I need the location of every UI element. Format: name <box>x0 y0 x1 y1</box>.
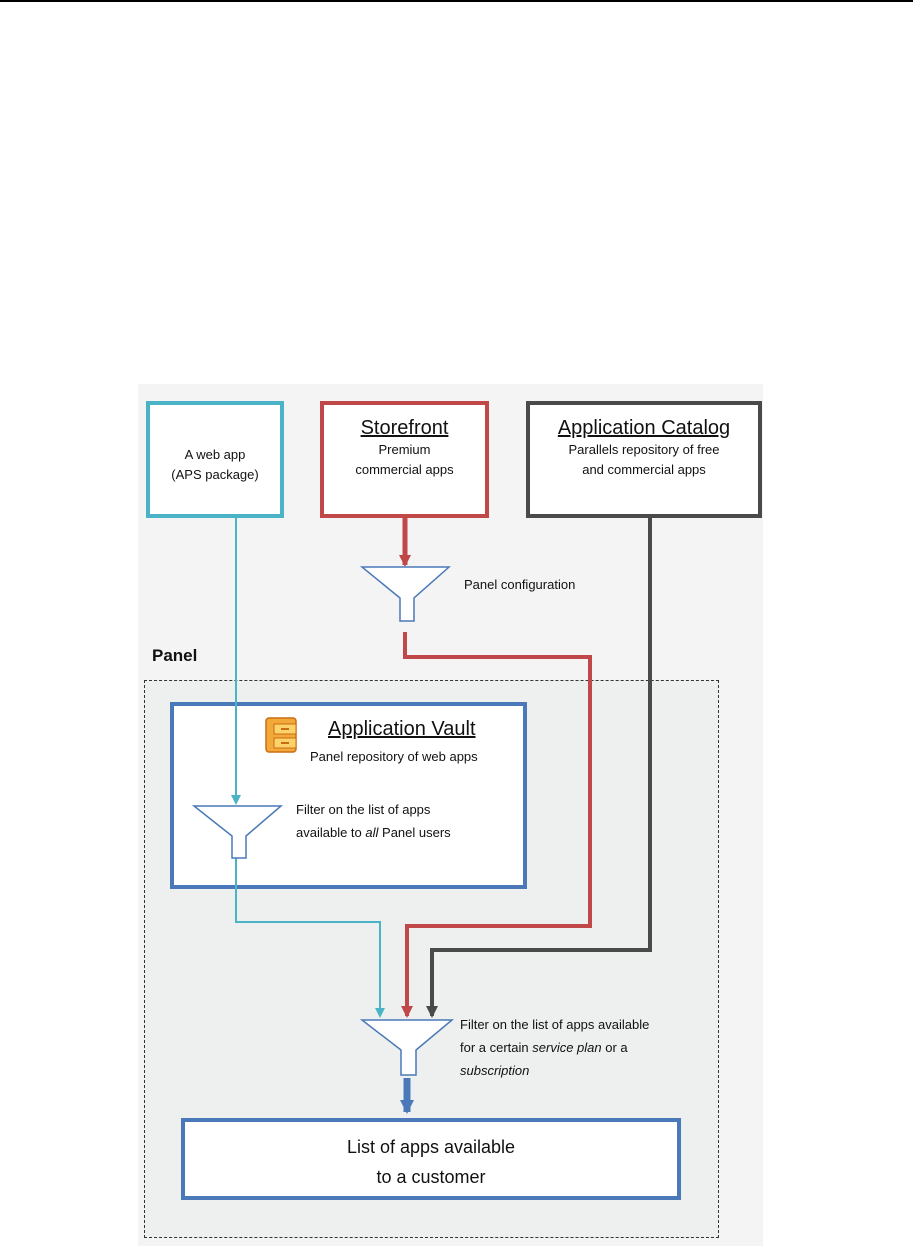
plan-filter-note: Filter on the list of apps available for… <box>460 1013 649 1082</box>
config-filter-funnel <box>359 566 451 622</box>
storefront-line1: Premium <box>378 442 431 457</box>
vault-filter-text-b: Panel users <box>378 825 451 840</box>
vault-filter-emphasis: all <box>365 825 379 840</box>
application-vault-box <box>170 702 527 889</box>
config-filter-label: Panel configuration <box>464 577 576 592</box>
file-cabinet-icon <box>265 717 297 753</box>
config-filter-to-plan-filter-arrow <box>401 632 592 1018</box>
result-line1: List of apps available <box>346 1137 516 1157</box>
storefront-line2: commercial apps <box>355 462 454 477</box>
result-line2: to a customer <box>376 1167 486 1187</box>
vault-title: Application Vault <box>328 718 476 740</box>
plan-filter-line3: subscription <box>460 1059 649 1082</box>
catalog-line2: and commercial apps <box>582 462 706 477</box>
catalog-to-plan-filter-arrow <box>426 518 652 1018</box>
vault-subtitle: Panel repository of web apps <box>310 749 478 764</box>
panel-label: Panel <box>152 646 198 665</box>
application-catalog-box: Application Catalog Parallels repository… <box>526 401 762 518</box>
storefront-box: Storefront Premium commercial apps <box>320 401 489 518</box>
plan-filter-text-a: for a certain <box>460 1040 533 1055</box>
vault-filter-text-a: available to <box>296 825 366 840</box>
vault-filter-note: Filter on the list of apps available to … <box>296 798 451 844</box>
web-app-line2: (APS package) <box>171 467 259 482</box>
vault-filter-funnel <box>191 805 284 859</box>
plan-filter-line2: for a certain service plan or a <box>460 1036 649 1059</box>
plan-filter-subscription: subscription <box>460 1063 530 1078</box>
vault-filter-to-plan-filter-arrow <box>235 858 385 1018</box>
plan-filter-emphasis: service plan <box>532 1040 602 1055</box>
web-app-box: A web app (APS package) <box>146 401 284 518</box>
plan-filter-funnel <box>359 1019 455 1076</box>
result-box: List of apps available to a customer <box>181 1118 681 1200</box>
plan-filter-line1: Filter on the list of apps available <box>460 1017 650 1032</box>
storefront-title: Storefront <box>360 417 449 439</box>
vault-filter-line2: available to all Panel users <box>296 821 451 844</box>
web-app-line1: A web app <box>184 447 246 462</box>
catalog-line1: Parallels repository of free <box>568 442 720 457</box>
vault-filter-line1: Filter on the list of apps <box>296 802 431 817</box>
top-rule <box>0 0 913 2</box>
plan-filter-text-b: or a <box>601 1040 628 1055</box>
catalog-title: Application Catalog <box>557 417 731 439</box>
